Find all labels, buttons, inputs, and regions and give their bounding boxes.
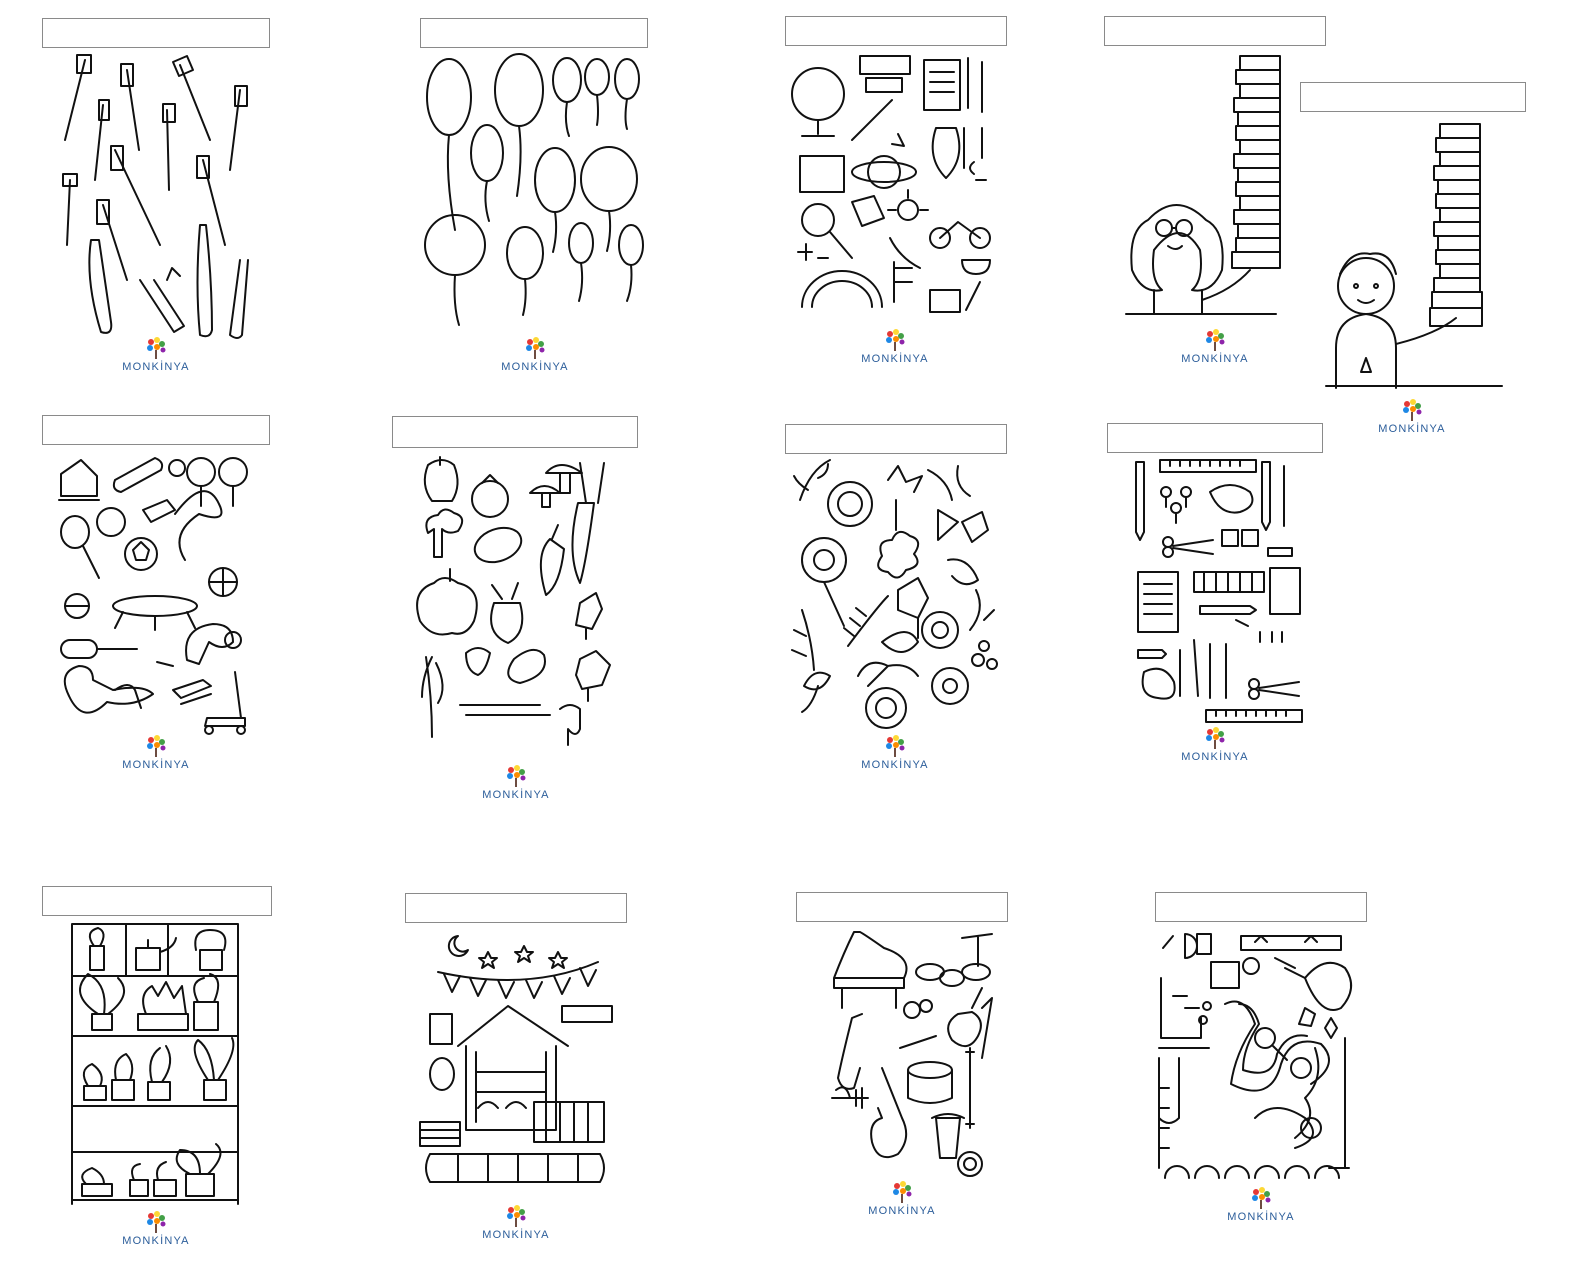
shapes-maze-icon	[1158, 933, 1352, 1179]
monkinya-logo-text: MONKİNYA	[868, 1205, 936, 1217]
tree-logo-icon	[1206, 727, 1225, 749]
toothbrushes-icon	[62, 54, 249, 339]
monkinya-logo-text: MONKİNYA	[861, 353, 929, 365]
tree-logo-icon	[1206, 329, 1225, 351]
monkinya-logo-text: MONKİNYA	[482, 1229, 550, 1241]
stationery-icon	[1135, 459, 1303, 723]
name-label-box[interactable]	[42, 18, 270, 48]
monkinya-logo-text: MONKİNYA	[1227, 1211, 1295, 1223]
monkinya-logo: MONKİNYA	[1352, 398, 1472, 435]
name-label-box[interactable]	[785, 16, 1007, 46]
sports-equipment-icon	[58, 457, 248, 735]
monkinya-logo-text: MONKİNYA	[482, 789, 550, 801]
tree-logo-icon	[526, 337, 545, 359]
monkinya-logo: MONKİNYA	[456, 1204, 576, 1241]
name-label-box[interactable]	[42, 886, 272, 916]
monkinya-logo: MONKİNYA	[835, 328, 955, 365]
monkinya-logo-text: MONKİNYA	[501, 361, 569, 373]
tree-logo-icon	[886, 329, 905, 351]
monkinya-logo: MONKİNYA	[835, 734, 955, 771]
tree-logo-icon	[507, 1205, 526, 1227]
school-items-icon	[791, 55, 991, 313]
name-label-box[interactable]	[392, 416, 638, 448]
monkinya-logo: MONKİNYA	[96, 734, 216, 771]
tree-logo-icon	[147, 735, 166, 757]
tree-logo-icon	[147, 337, 166, 359]
name-label-box[interactable]	[1107, 423, 1323, 453]
name-label-box[interactable]	[796, 892, 1008, 922]
monkinya-logo-text: MONKİNYA	[1181, 751, 1249, 763]
name-label-box[interactable]	[420, 18, 648, 48]
name-label-box[interactable]	[405, 893, 627, 923]
monkinya-logo: MONKİNYA	[456, 764, 576, 801]
plant-shelf-icon	[71, 923, 239, 1205]
vegetables-icon	[416, 456, 611, 746]
monkinya-logo-text: MONKİNYA	[122, 1235, 190, 1247]
boy-holding-books-icon	[1325, 123, 1503, 389]
playhouse-icon	[419, 935, 613, 1183]
name-label-box[interactable]	[1155, 892, 1367, 922]
monkinya-logo: MONKİNYA	[1155, 726, 1275, 763]
monkinya-logo-text: MONKİNYA	[122, 759, 190, 771]
monkinya-logo-text: MONKİNYA	[861, 759, 929, 771]
monkinya-logo: MONKİNYA	[96, 336, 216, 373]
name-label-box[interactable]	[785, 424, 1007, 454]
monkinya-logo: MONKİNYA	[842, 1180, 962, 1217]
monkinya-logo-text: MONKİNYA	[1378, 423, 1446, 435]
flowers-leaves-icon	[791, 459, 998, 729]
monkinya-logo-text: MONKİNYA	[122, 361, 190, 373]
name-label-box[interactable]	[1104, 16, 1326, 46]
tree-logo-icon	[1252, 1187, 1271, 1209]
monkinya-logo: MONKİNYA	[1201, 1186, 1321, 1223]
name-label-box[interactable]	[1300, 82, 1526, 112]
monkinya-logo-text: MONKİNYA	[1181, 353, 1249, 365]
tree-logo-icon	[147, 1211, 166, 1233]
tree-logo-icon	[893, 1181, 912, 1203]
balloons-icon	[424, 53, 644, 326]
tree-logo-icon	[507, 765, 526, 787]
monkinya-logo: MONKİNYA	[96, 1210, 216, 1247]
monkinya-logo: MONKİNYA	[1155, 328, 1275, 365]
musical-instruments-icon	[831, 931, 993, 1177]
monkinya-logo: MONKİNYA	[475, 336, 595, 373]
name-label-box[interactable]	[42, 415, 270, 445]
girl-holding-books-icon	[1125, 55, 1281, 315]
tree-logo-icon	[886, 735, 905, 757]
tree-logo-icon	[1403, 399, 1422, 421]
